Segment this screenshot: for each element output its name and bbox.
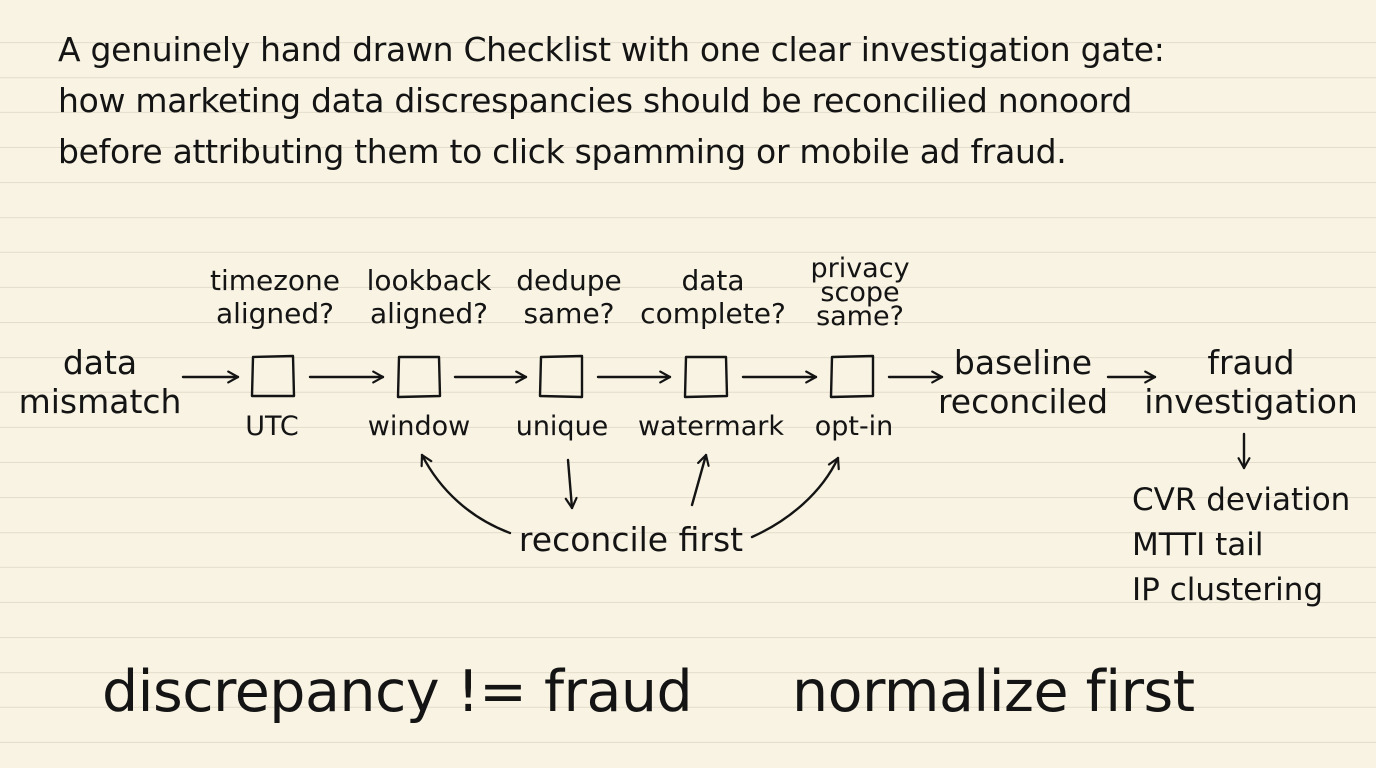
checkbox-opt-in [829, 354, 875, 399]
reconcile-first-label: reconcile first [518, 520, 744, 559]
indicator-item: MTTI tail [1132, 527, 1264, 563]
question-line: dedupe [516, 264, 622, 297]
arrow-reconcile-to-opt-in [750, 456, 840, 539]
question-line: timezone [209, 264, 341, 297]
question-line: aligned? [215, 297, 335, 330]
question-line: data [681, 264, 745, 297]
checkbox-window [396, 355, 442, 399]
check-tag-watermark: watermark [637, 411, 785, 442]
baseline-label: baseline [953, 343, 1093, 382]
fraud-label: fraud [1207, 343, 1295, 382]
motto-normalize-first: normalize first [792, 659, 1195, 725]
indicator-item: CVR deviation [1132, 482, 1351, 518]
arrow-reconcile-to-watermark [690, 453, 710, 507]
check-tag-opt-in: opt-in [814, 411, 894, 442]
intro-line: A genuinely hand drawn Checklist with on… [58, 30, 1165, 69]
fraud-label: investigation [1144, 382, 1358, 421]
question-line: scope [820, 277, 900, 308]
check-question-privacy: privacy scope same? [810, 253, 910, 332]
start-label: mismatch [18, 382, 182, 421]
checkbox-watermark [683, 355, 729, 399]
check-tag-window: window [367, 411, 471, 442]
arrow-reconcile-to-window [420, 453, 512, 535]
start-node: data mismatch [19, 343, 182, 421]
question-line: privacy [810, 253, 910, 284]
intro-text: A genuinely hand drawn Checklist with on… [58, 24, 1338, 177]
check-tag-utc: UTC [245, 411, 299, 442]
check-question-dedupe: dedupe same? [516, 264, 622, 330]
motto-discrepancy-not-fraud: discrepancy != fraud [102, 659, 693, 725]
check-question-data-complete: data complete? [640, 264, 786, 330]
question-line: complete? [640, 297, 786, 330]
intro-line: how marketing data discrespancies should… [58, 81, 1132, 120]
question-line: same? [523, 297, 615, 330]
checkbox-utc [250, 354, 296, 398]
baseline-label: reconciled [937, 382, 1109, 421]
question-line: same? [816, 301, 904, 332]
fraud-indicators-list: CVR deviation MTTI tail IP clustering [1132, 478, 1350, 613]
intro-line: before attributing them to click spammin… [58, 132, 1067, 171]
indicator-item: IP clustering [1132, 572, 1324, 608]
checkbox-unique [538, 354, 584, 399]
check-tag-unique: unique [515, 411, 609, 442]
check-question-lookback: lookback aligned? [367, 264, 492, 330]
fraud-investigation-node: fraud investigation [1144, 343, 1358, 421]
question-line: aligned? [369, 297, 489, 330]
start-label: data [62, 343, 138, 382]
question-line: lookback [366, 264, 492, 297]
baseline-node: baseline reconciled [938, 343, 1108, 421]
arrow-unique-to-reconcile [564, 458, 578, 510]
check-question-timezone: timezone aligned? [210, 264, 340, 330]
